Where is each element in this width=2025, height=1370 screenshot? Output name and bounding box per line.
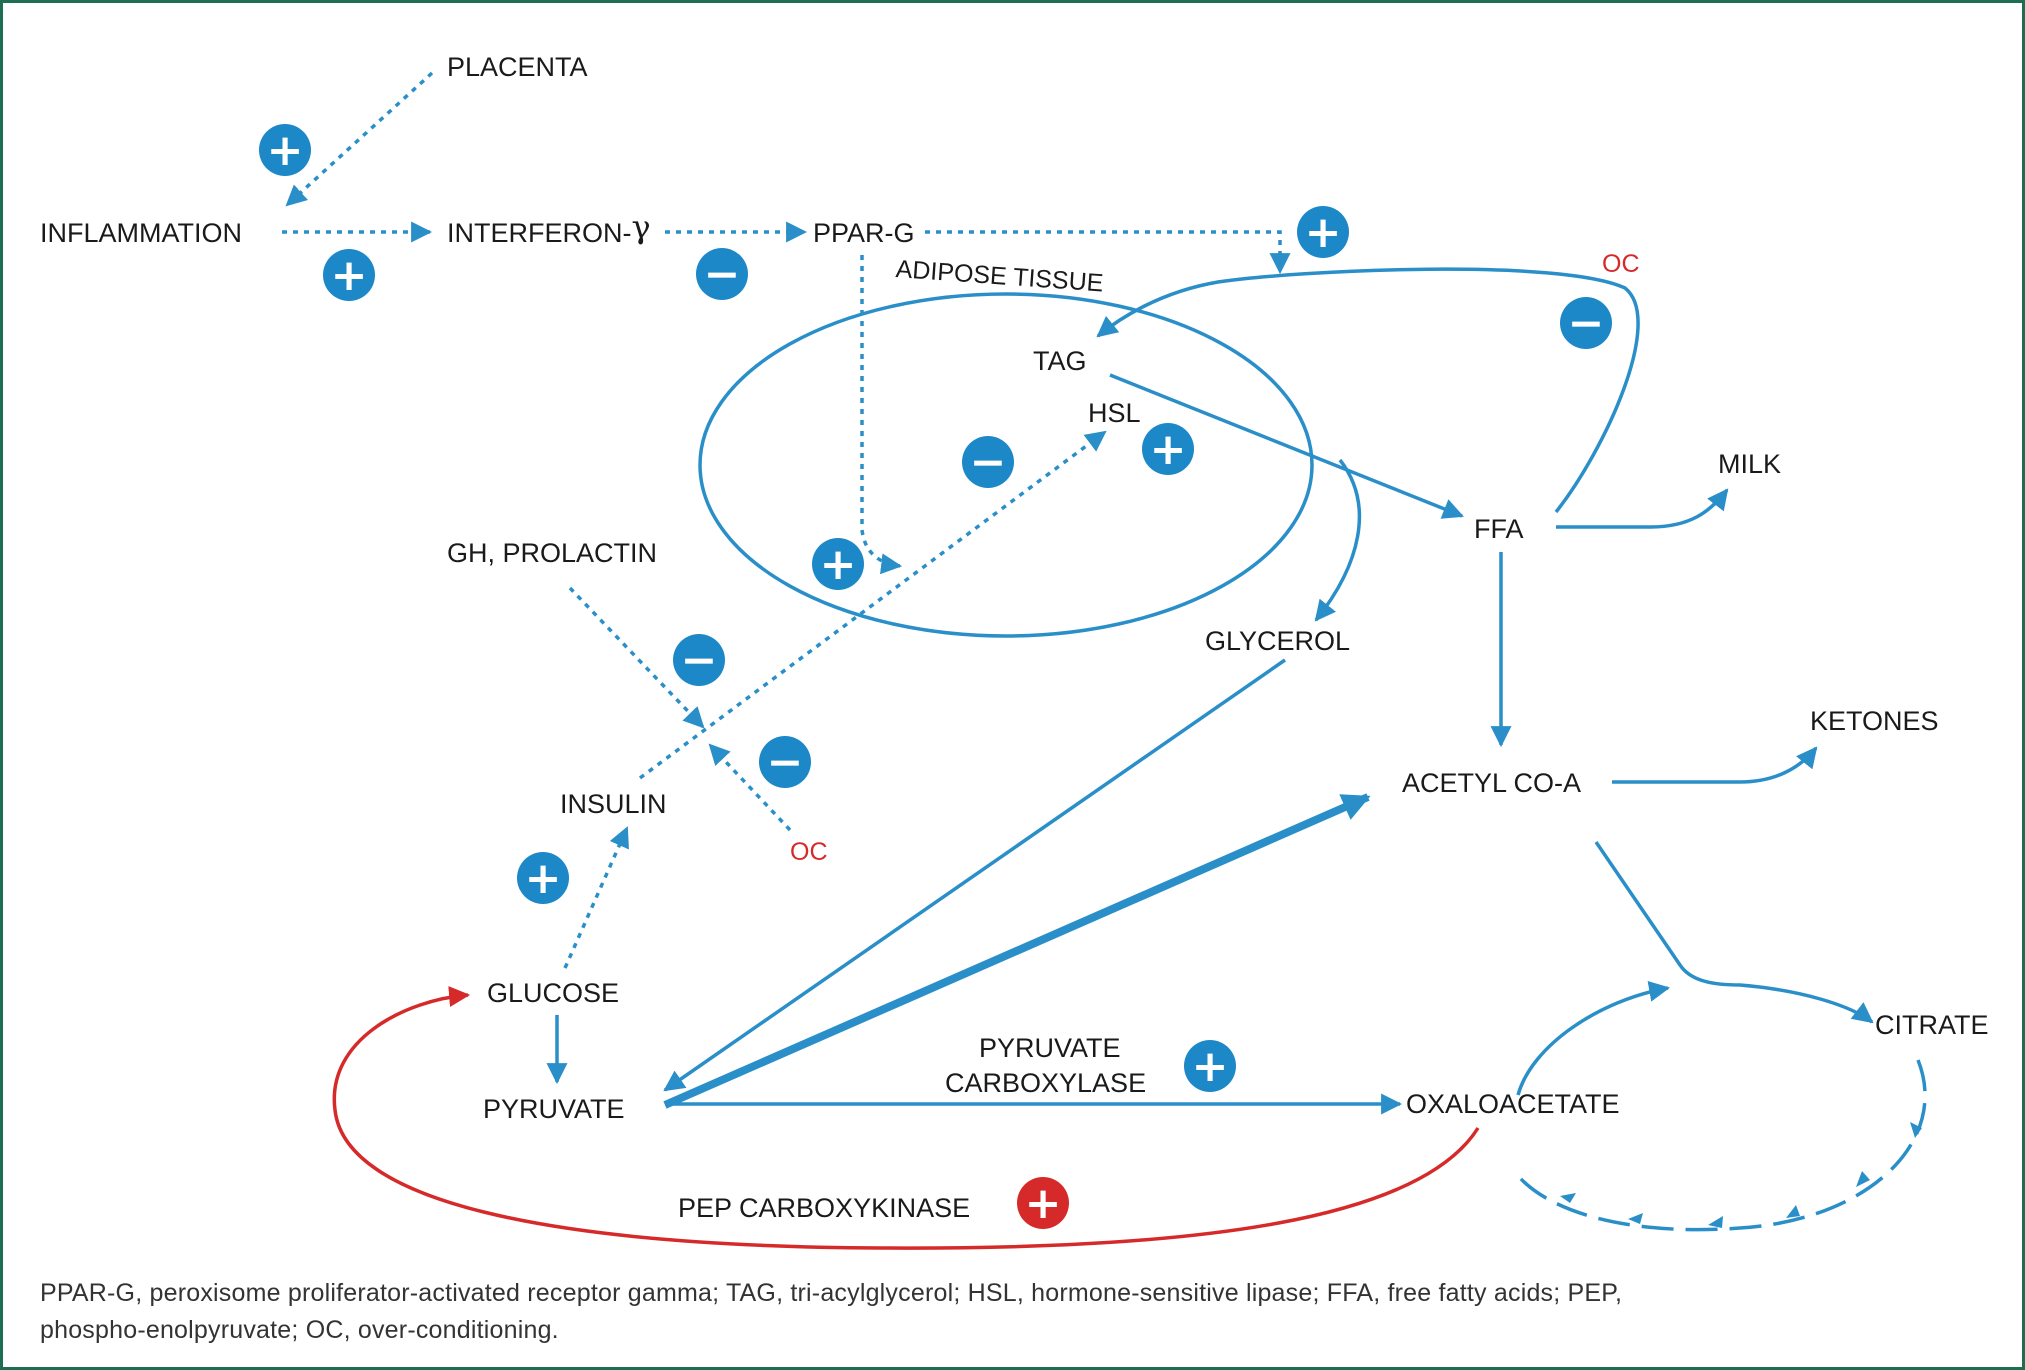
arrow-adipose-to-glycerol bbox=[1314, 458, 1362, 622]
gamma-symbol: γ bbox=[632, 208, 651, 246]
minus-badge: − bbox=[1560, 297, 1612, 349]
label-oxaloacetate: OXALOACETATE bbox=[1406, 1089, 1620, 1119]
label-pyruvate: PYRUVATE bbox=[483, 1094, 625, 1124]
plus-badge: + bbox=[1142, 423, 1194, 475]
label-adipose-tissue: ADIPOSE TISSUE bbox=[895, 255, 1104, 297]
svg-text:−: − bbox=[1568, 298, 1605, 349]
svg-text:+: + bbox=[331, 250, 368, 301]
arrow-oxaloacetate-to-glucose bbox=[332, 986, 1480, 1250]
adipose-tissue-ellipse bbox=[698, 292, 1314, 638]
label-placenta: PLACENTA bbox=[447, 52, 588, 82]
tca-arrowhead bbox=[1856, 1171, 1870, 1187]
arrow-ppar-to-adipose bbox=[860, 255, 903, 575]
label-glucose: GLUCOSE bbox=[487, 978, 619, 1008]
label-oc-bottom: OC bbox=[790, 838, 828, 866]
arrow-glycerol-to-pyruvate bbox=[663, 658, 1286, 1092]
label-interferon-text: INTERFERON- bbox=[447, 218, 632, 248]
svg-text:−: − bbox=[767, 737, 804, 788]
label-citrate: CITRATE bbox=[1875, 1010, 1989, 1040]
label-pyruvate-carboxylase-line1: PYRUVATE bbox=[979, 1033, 1121, 1063]
svg-text:+: + bbox=[1305, 207, 1342, 258]
regulatory-arrows bbox=[282, 71, 1291, 969]
plus-badge: + bbox=[1297, 206, 1349, 258]
svg-text:+: + bbox=[1025, 1178, 1062, 1229]
caption-line-2: phospho-enolpyruvate; OC, over-condition… bbox=[40, 1316, 559, 1344]
tca-arrowhead bbox=[1910, 1122, 1922, 1138]
label-oc-top: OC bbox=[1602, 250, 1640, 278]
label-pyruvate-carboxylase-line2: CARBOXYLASE bbox=[945, 1068, 1146, 1098]
tca-arrowhead bbox=[1560, 1193, 1576, 1203]
minus-badge: − bbox=[673, 634, 725, 686]
arrow-pyruvate-to-acetyl-coa bbox=[663, 793, 1371, 1109]
metabolic-arrows bbox=[546, 267, 1874, 1115]
node-labels: PLACENTA INFLAMMATION INTERFERON-γ PPAR-… bbox=[40, 52, 1989, 1223]
plus-badge: + bbox=[517, 852, 569, 904]
caption-line-1: PPAR-G, peroxisome proliferator-activate… bbox=[40, 1279, 1623, 1307]
svg-text:−: − bbox=[681, 635, 718, 686]
label-hsl: HSL bbox=[1088, 398, 1141, 428]
label-interferon: INTERFERON-γ bbox=[447, 208, 651, 248]
arrow-tag-to-ffa bbox=[1109, 373, 1464, 519]
regulation-badges: + + − + − − + + bbox=[259, 124, 1612, 1229]
arrow-glucose-to-insulin bbox=[563, 826, 629, 969]
label-ffa: FFA bbox=[1474, 514, 1524, 544]
tca-arrowhead bbox=[1708, 1216, 1723, 1228]
svg-text:−: − bbox=[704, 249, 741, 300]
plus-badge-red: + bbox=[1017, 1177, 1069, 1229]
label-ketones: KETONES bbox=[1810, 706, 1939, 736]
plus-badge: + bbox=[1184, 1040, 1236, 1092]
svg-text:+: + bbox=[1192, 1041, 1229, 1092]
label-acetyl-coa: ACETYL CO-A bbox=[1402, 768, 1581, 798]
tca-cycle-arrowheads bbox=[1560, 1122, 1922, 1228]
arrow-ppar-to-tag bbox=[925, 230, 1291, 275]
arrow-insulin-to-hsl bbox=[638, 430, 1107, 780]
minus-badge: − bbox=[759, 736, 811, 788]
label-tag: TAG bbox=[1033, 346, 1087, 376]
arrow-oxaloacetate-to-citrate bbox=[1516, 980, 1671, 1096]
label-glycerol: GLYCEROL bbox=[1205, 626, 1350, 656]
label-insulin: INSULIN bbox=[560, 789, 667, 819]
label-milk: MILK bbox=[1718, 449, 1781, 479]
svg-text:+: + bbox=[525, 853, 562, 904]
minus-badge: − bbox=[696, 248, 748, 300]
label-inflammation: INFLAMMATION bbox=[40, 218, 242, 248]
plus-badge: + bbox=[812, 538, 864, 590]
svg-text:+: + bbox=[820, 539, 857, 590]
tca-arrowhead bbox=[1628, 1213, 1643, 1224]
minus-badge: − bbox=[962, 436, 1014, 488]
arrow-acetyl-to-ketones bbox=[1612, 746, 1818, 784]
arrow-acetyl-to-citrate bbox=[1594, 841, 1874, 1024]
label-gh-prolactin: GH, PROLACTIN bbox=[447, 538, 657, 568]
arrow-placenta-to-inflammation bbox=[285, 71, 434, 207]
label-ppar-g: PPAR-G bbox=[813, 218, 915, 248]
arrow-ffa-to-milk bbox=[1556, 488, 1729, 529]
svg-text:−: − bbox=[970, 437, 1007, 488]
svg-text:+: + bbox=[1150, 424, 1187, 475]
arrow-oc-to-insulin bbox=[708, 743, 792, 832]
tca-arrowhead bbox=[1786, 1205, 1800, 1218]
tca-cycle-arc bbox=[1518, 1059, 1927, 1232]
label-pep-carboxykinase: PEP CARBOXYKINASE bbox=[678, 1193, 970, 1223]
plus-badge: + bbox=[323, 249, 375, 301]
plus-badge: + bbox=[259, 124, 311, 176]
figure-caption: PPAR-G, peroxisome proliferator-activate… bbox=[40, 1275, 1980, 1349]
arrow-ffa-to-tag bbox=[1096, 267, 1640, 514]
svg-text:+: + bbox=[267, 125, 304, 176]
